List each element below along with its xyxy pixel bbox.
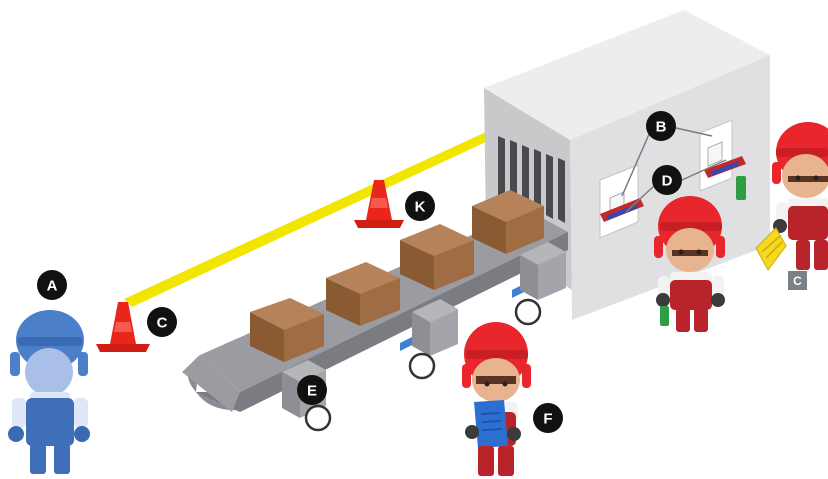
disconnect-panel-right [699, 119, 746, 200]
badge-a-label: A [47, 278, 58, 295]
box [472, 190, 544, 254]
safety-line-stripe [124, 131, 490, 307]
box [400, 224, 474, 290]
callout-leader-lines [621, 127, 727, 213]
lock-icon [704, 156, 746, 178]
traffic-cone [354, 180, 404, 228]
badge-e-label: E [307, 383, 317, 400]
lockout-device-icon [755, 227, 787, 271]
machine-top [484, 10, 770, 140]
badge-b-label: B [656, 119, 667, 136]
badge-c: C [147, 307, 177, 337]
conveyor-leg [514, 242, 566, 326]
cargo-boxes [250, 190, 544, 362]
leader-line-d-right [681, 159, 727, 181]
conveyor-leg [408, 299, 458, 380]
box [250, 298, 324, 362]
badge-f: F [533, 403, 563, 433]
badge-b: B [646, 111, 676, 141]
leader-line-b-right [675, 127, 713, 137]
tag-c: C [788, 271, 807, 290]
badge-c-label: C [157, 315, 168, 332]
padlock-icon [736, 176, 746, 200]
badge-k-label: K [415, 199, 426, 216]
leader-line-b-left [621, 131, 651, 197]
worker-c-figure [755, 122, 828, 271]
badge-f-label: F [543, 411, 552, 428]
machine-vents [498, 136, 565, 223]
badge-d: D [652, 165, 682, 195]
badge-e: E [297, 375, 327, 405]
tag-c-label: C [793, 274, 802, 288]
badge-a: A [37, 270, 67, 300]
leader-line-d-left [625, 184, 656, 213]
clipboard-icon [474, 400, 508, 448]
worker-a-figure [8, 310, 90, 474]
worker-f-figure [462, 322, 531, 476]
disconnect-panel-left [599, 164, 644, 239]
badge-d-label: D [662, 173, 673, 190]
safety-line [124, 131, 490, 307]
worker-d-figure [654, 196, 725, 332]
badge-k: K [405, 191, 435, 221]
box [326, 262, 400, 326]
traffic-cone [96, 302, 150, 352]
